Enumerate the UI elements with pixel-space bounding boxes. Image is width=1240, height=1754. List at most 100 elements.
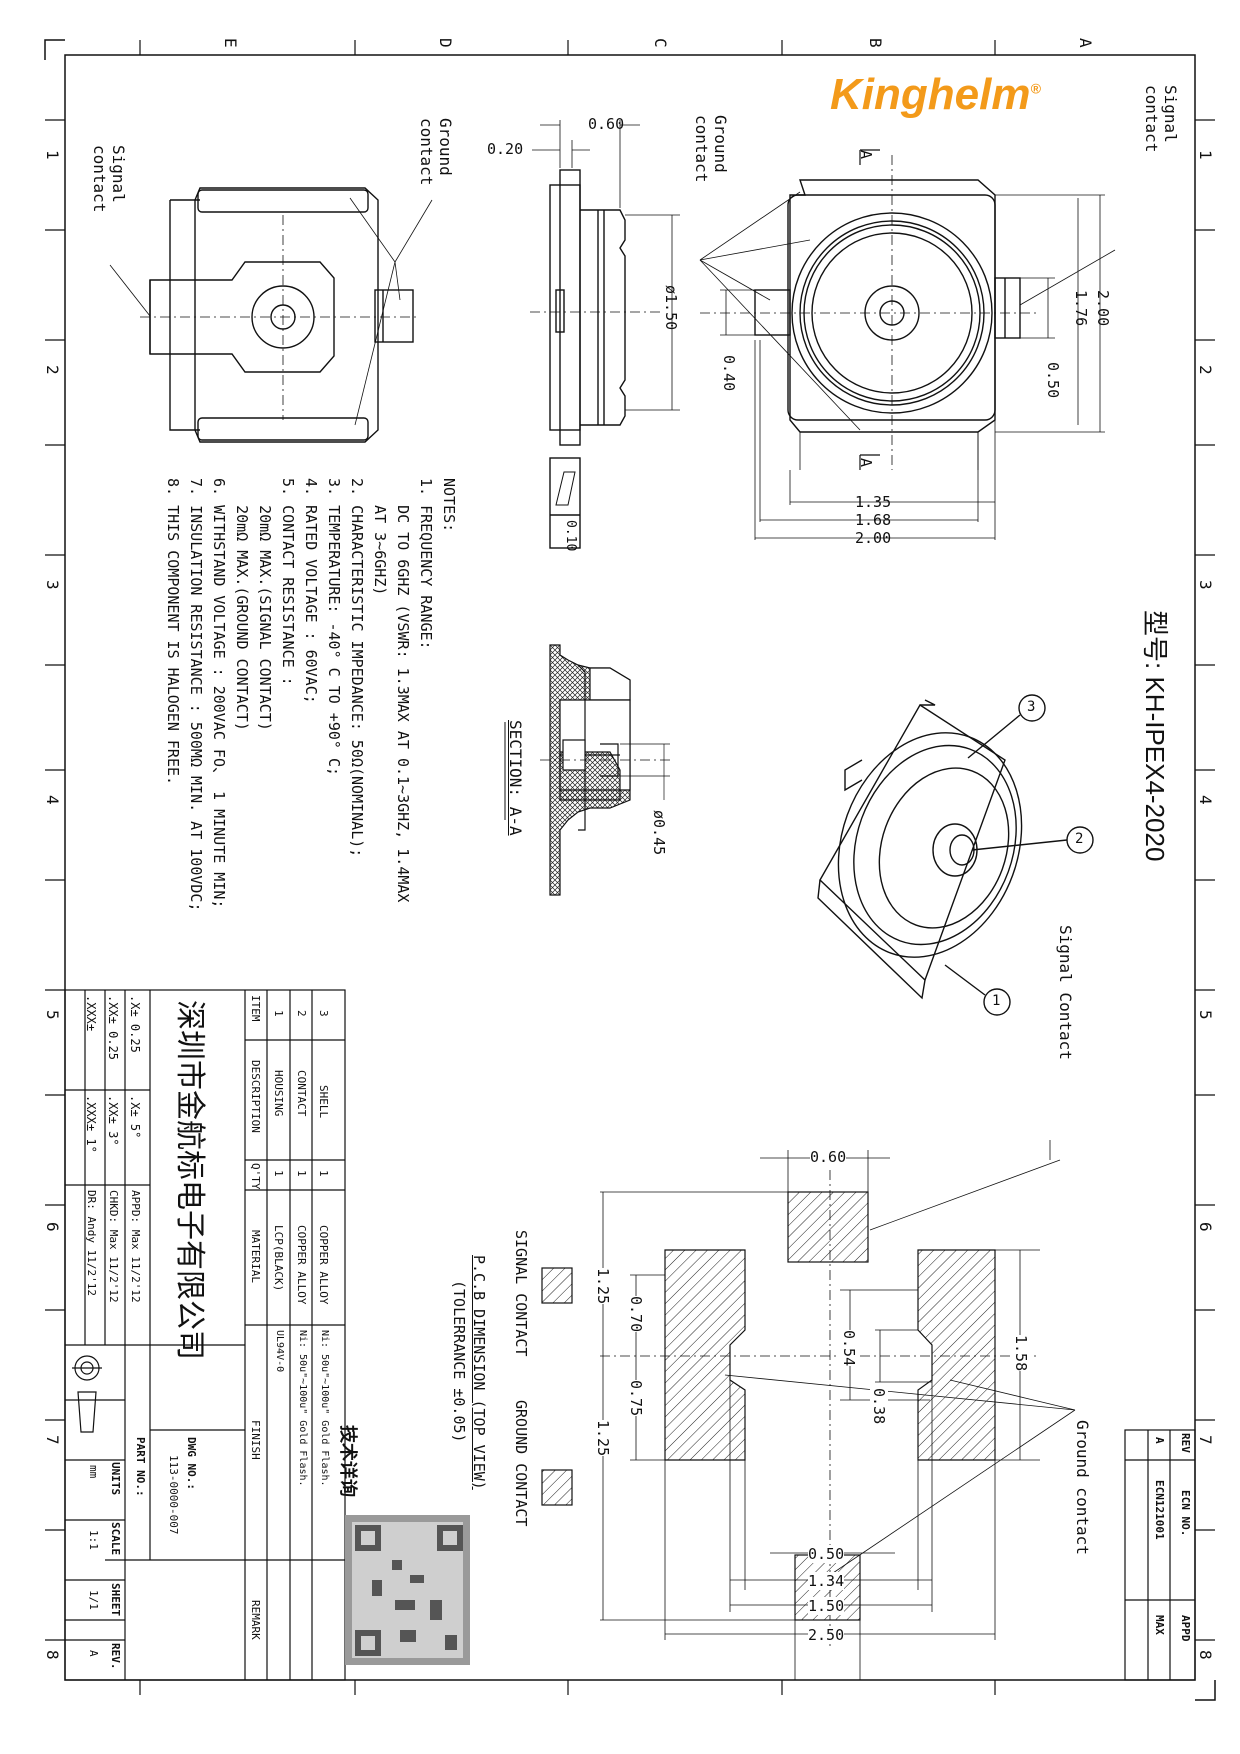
section-title: SECTION: A-A [506,720,525,836]
bom-header-remark: REMARK [249,1600,262,1640]
bom-header-finish: FINISH [249,1420,262,1460]
rev-row-appd: MAX [1153,1615,1166,1635]
zone-col-7-right: 7 [1196,1435,1215,1445]
pcb-dim-070: 0.70 [627,1296,645,1333]
title-block-grid [64,989,346,1681]
section-dim-045: ø0.45 [650,810,668,856]
front-dim-200-v: 2.00 [1094,290,1112,327]
bom-row3-item: 3 [317,1010,330,1017]
pcb-dim-250: 2.50 [808,1626,845,1644]
zone-row-A: A [1076,38,1095,48]
pcb-dim-125b: 1.25 [594,1420,612,1457]
pcb-tolerance: (TOLERRANCE ±0.05) [450,1280,468,1443]
note-line: 1. FREQUENCY RANGE: [417,478,435,650]
brand-logo: Kinghelm® [830,70,1041,120]
rev-block-grid [1124,1429,1196,1681]
pcb-title: P.C.B DIMENSION (TOP VIEW) [470,1255,488,1490]
tol-x: .X± 0.25 [128,995,142,1053]
bom-row1-qty: 1 [272,1170,285,1177]
sheet-frame [44,39,1216,1701]
front-ground-label: Ground contact [692,115,730,183]
scale-value: 1:1 [87,1530,100,1550]
part-no-label: PART NO.: [134,1437,147,1497]
section-view [504,644,670,896]
front-signal-label: Signal contact [1142,85,1180,153]
tol-xxx: .XXX± [84,995,98,1032]
zone-col-4-right: 4 [1196,795,1215,805]
pcb-layout [541,1150,1076,1680]
note-line: 3. TEMPERATURE: -40° C TO +90° C; [325,478,343,777]
note-line: 20mΩ MAX.(GROUND CONTACT) [233,478,251,731]
front-dim-050: 0.50 [1044,362,1062,399]
tol-x-deg: .X± 5° [128,1095,142,1139]
zone-row-C: C [651,38,670,48]
note-line: 7. INSULATION RESISTANCE : 500MΩ MIN. AT… [187,478,205,912]
zone-col-4: 4 [43,795,62,805]
tol-xxx-deg: .XXX± 1° [84,1095,98,1153]
units-value: mm [87,1465,100,1479]
bom-row3-finish: Ni: 50u"~100u" Gold Flash. [319,1330,330,1487]
pcb-dim-054: 0.54 [840,1330,858,1367]
zone-col-8: 8 [43,1650,62,1660]
bom-header-item: ITEM [249,995,262,1022]
iso-callout-2: 2 [1075,831,1084,847]
zone-row-E: E [221,38,240,48]
notes-title: NOTES: [440,478,458,533]
brand-reg: ® [1030,80,1041,97]
rev-value: A [87,1650,100,1657]
pcb-dim-125a: 1.25 [594,1268,612,1305]
bottom-view [109,187,433,443]
bom-row2-qty: 1 [295,1170,308,1177]
bom-row2-finish: Ni: 50u"~100u" Gold Flash. [297,1330,308,1487]
tol-xx: .XX± 0.25 [106,995,120,1061]
pcb-dim-075: 0.75 [627,1380,645,1417]
rev-row-rev: A [1153,1437,1166,1444]
model-label: 型号: KH-IPEX4-2020 [1140,610,1170,862]
bom-header-qty: Q'TY [249,1163,262,1190]
zone-col-6-right: 6 [1196,1222,1215,1232]
rev-header-ecn: ECN NO. [1179,1490,1192,1537]
zone-col-1-right: 1 [1196,150,1215,160]
bottom-view-ground-label: Ground contact [417,118,455,186]
rev-row-ecn: ECN121001 [1153,1480,1166,1540]
isometric-view [817,694,1094,1160]
iso-signal-label: Signal Contact [1056,925,1075,1060]
notes-block: NOTES: 1. FREQUENCY RANGE: DC TO 6GHZ (V… [161,478,460,911]
front-dim-200-h: 2.00 [855,529,892,547]
rev-label: REV. [109,1643,122,1670]
sheet-value: 1/1 [87,1590,100,1610]
tol-xx-deg: .XX± 3° [106,1095,120,1146]
bom-row1-finish: UL94V-0 [274,1330,285,1373]
pcb-dim-038: 0.38 [870,1388,888,1425]
bom-row3-qty: 1 [317,1170,330,1177]
zone-row-B: B [866,38,885,48]
zone-col-7: 7 [43,1435,62,1445]
company-name: 深圳市金航标电子有限公司 [173,1000,206,1360]
note-line: 2. CHARACTERISTIC IMPEDANCE: 50Ω(NOMINAL… [348,478,366,858]
zone-col-2: 2 [43,365,62,375]
bom-row1-desc: HOUSING [272,1070,285,1117]
front-section-mark-top: A [857,150,875,160]
note-line: AT 3~6GHZ) [371,478,389,596]
units-label: UNITS [109,1462,122,1496]
note-line: 8. THIS COMPONENT IS HALOGEN FREE. [164,478,182,786]
bom-row2-item: 2 [295,1010,308,1017]
note-line: 20mΩ MAX.(SIGNAL CONTACT) [256,478,274,731]
qr-code [345,1515,470,1665]
drawn-by: DR: Andy 11/2'12 [85,1190,98,1296]
pcb-ground-label: Ground contact [1073,1420,1092,1555]
bom-row3-desc: SHELL [317,1085,330,1119]
zone-ticks [45,40,1215,1695]
front-dim-168: 1.68 [855,511,892,529]
front-dim-176: 1.76 [1072,290,1090,327]
scale-label: SCALE [109,1522,122,1556]
bom-header-material: MATERIAL [249,1230,262,1283]
pcb-dim-050: 0.50 [808,1545,845,1563]
rev-header-rev: REV [1179,1433,1192,1453]
zone-col-1: 1 [43,150,62,160]
zone-col-6: 6 [43,1222,62,1232]
zone-col-3: 3 [43,580,62,590]
front-dim-135: 1.35 [855,493,892,511]
